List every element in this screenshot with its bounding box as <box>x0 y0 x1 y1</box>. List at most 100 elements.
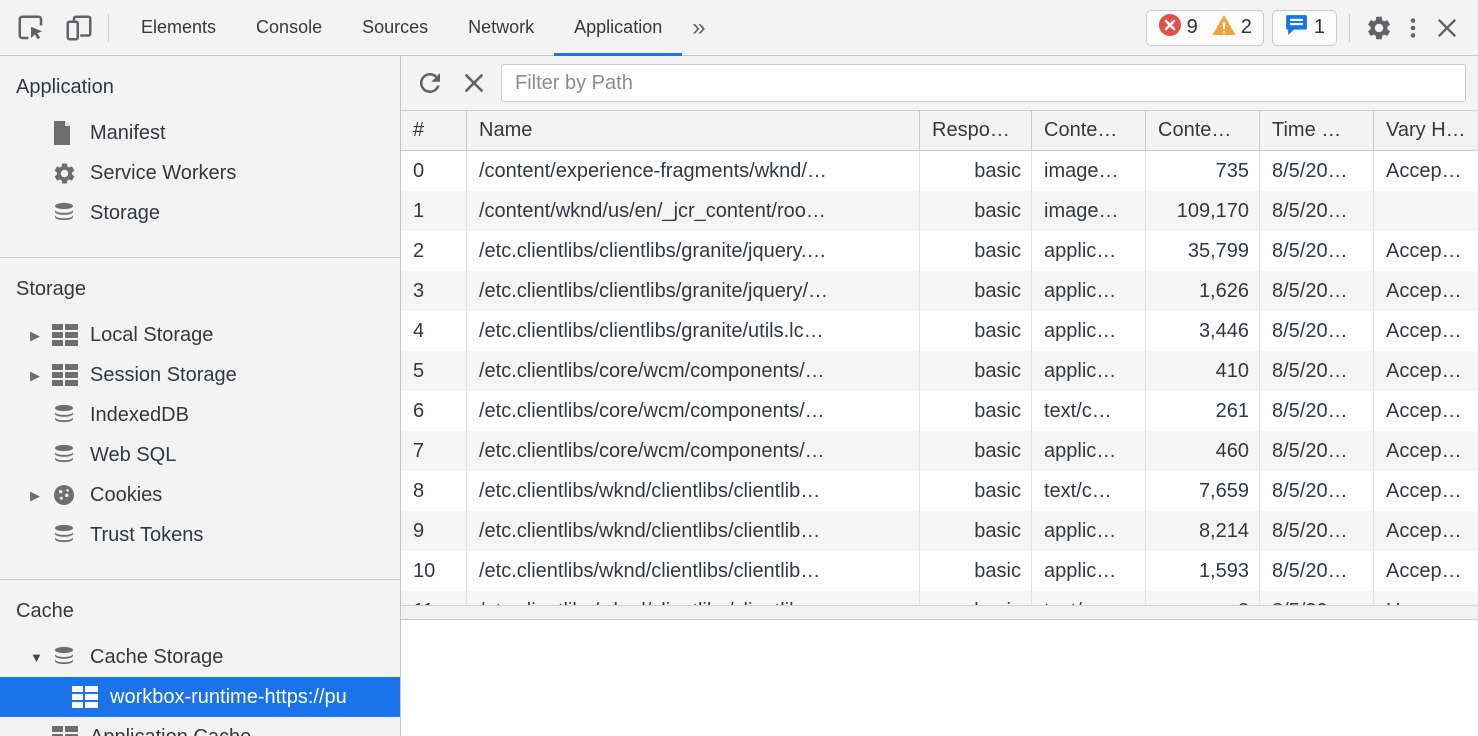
clear-icon[interactable] <box>457 66 491 100</box>
sidebar-item-indexeddb[interactable]: IndexedDB <box>0 395 400 435</box>
table-row[interactable]: 9/etc.clientlibs/wknd/clientlibs/clientl… <box>401 511 1478 551</box>
sidebar-item-cache-storage[interactable]: ▼Cache Storage <box>0 637 400 677</box>
table-icon <box>52 324 80 346</box>
database-icon <box>52 403 80 427</box>
tab-application[interactable]: Application <box>554 0 683 56</box>
gear-icon[interactable] <box>1362 11 1396 45</box>
gear-icon <box>52 161 80 186</box>
table-row[interactable]: 10/etc.clientlibs/wknd/clientlibs/client… <box>401 551 1478 591</box>
cell-vary_header: Accep… <box>1386 360 1462 382</box>
table-row[interactable]: 3/etc.clientlibs/clientlibs/granite/jque… <box>401 271 1478 311</box>
cell-name: /content/wknd/us/en/_jcr_content/roo… <box>467 191 920 231</box>
sidebar-item-manifest[interactable]: Manifest <box>0 113 400 153</box>
cell-content_type: applic… <box>1032 271 1146 311</box>
cell-content_type: applic… <box>1032 231 1146 271</box>
table-row[interactable]: 8/etc.clientlibs/wknd/clientlibs/clientl… <box>401 471 1478 511</box>
filter-by-path-input[interactable] <box>501 64 1466 102</box>
expand-triangle-icon[interactable]: ▶ <box>30 487 40 503</box>
cell-response_type: basic <box>920 431 1032 471</box>
device-toolbar-icon[interactable] <box>62 11 96 45</box>
cell-num: 0 <box>401 151 467 191</box>
document-icon <box>52 121 80 145</box>
refresh-icon[interactable] <box>413 66 447 100</box>
cell-content_length: 735 <box>1146 151 1260 191</box>
collapse-triangle-icon[interactable]: ▼ <box>30 649 43 665</box>
more-tabs-icon[interactable]: » <box>692 13 706 41</box>
cell-vary_header: Accep… <box>1386 440 1462 462</box>
cell-content_type: text/c… <box>1032 391 1146 431</box>
cell-num: 1 <box>401 191 467 231</box>
cell-time_cached: 8/5/20… <box>1260 311 1374 351</box>
cell-content_type: text/c… <box>1032 591 1146 605</box>
sidebar-item-label: Storage <box>90 201 161 224</box>
sidebar-item-label: IndexedDB <box>90 403 189 426</box>
error-icon <box>1158 13 1182 42</box>
cell-num: 2 <box>401 231 467 271</box>
column-header-name[interactable]: Name <box>467 111 920 150</box>
sidebar-item-workbox-runtime-https-pu[interactable]: workbox-runtime-https://pu <box>0 677 400 717</box>
sidebar-item-label: Local Storage <box>90 323 214 346</box>
table-icon <box>72 686 100 708</box>
cell-num: 6 <box>401 391 467 431</box>
sidebar-item-trust-tokens[interactable]: Trust Tokens <box>0 515 400 555</box>
sidebar-item-web-sql[interactable]: Web SQL <box>0 435 400 475</box>
devtools-tabbar: Elements Console Sources Network Application… <box>0 0 1478 56</box>
cell-time_cached: 8/5/20… <box>1260 551 1374 591</box>
sidebar-item-label: Cookies <box>90 483 163 506</box>
cache-filter-toolbar <box>401 56 1478 111</box>
column-header-time-cached[interactable]: Time … <box>1260 111 1374 150</box>
cell-num: 8 <box>401 471 467 511</box>
toolbar-divider <box>1349 13 1350 42</box>
kebab-menu-icon[interactable] <box>1396 11 1430 45</box>
cell-num: 5 <box>401 351 467 391</box>
column-header-content-length[interactable]: Conte… <box>1146 111 1260 150</box>
issues-badge[interactable]: 1 <box>1271 9 1337 46</box>
column-header-content-type[interactable]: Conte… <box>1032 111 1146 150</box>
cell-time_cached: 8/5/20… <box>1260 191 1374 231</box>
sidebar-item-cookies[interactable]: ▶ Cookies <box>0 475 400 515</box>
sidebar-item-label: Manifest <box>90 121 166 144</box>
cell-time_cached: 8/5/20… <box>1260 471 1374 511</box>
console-errors-warnings-badge[interactable]: 9 2 <box>1145 9 1264 46</box>
tab-sources[interactable]: Sources <box>362 17 429 37</box>
table-row[interactable]: 7/etc.clientlibs/core/wcm/components/…ba… <box>401 431 1478 471</box>
column-header-num[interactable]: # <box>401 111 467 150</box>
tab-network[interactable]: Network <box>468 17 535 37</box>
column-header-vary-header[interactable]: Vary H… <box>1386 119 1466 141</box>
table-row[interactable]: 2/etc.clientlibs/clientlibs/granite/jque… <box>401 231 1478 271</box>
warning-icon <box>1212 14 1236 41</box>
sidebar-item-service-workers[interactable]: Service Workers <box>0 153 400 193</box>
cell-response_type: basic <box>920 511 1032 551</box>
sidebar-item-session-storage[interactable]: ▶Session Storage <box>0 355 400 395</box>
sidebar-item-application-cache[interactable]: Application Cache <box>0 717 400 736</box>
cell-vary_header: Accep… <box>1386 160 1462 182</box>
inspect-icon[interactable] <box>14 11 48 45</box>
table-row[interactable]: 1/content/wknd/us/en/_jcr_content/roo…ba… <box>401 191 1478 231</box>
table-row[interactable]: 5/etc.clientlibs/core/wcm/components/…ba… <box>401 351 1478 391</box>
toolbar-left-icons <box>14 11 96 45</box>
sidebar-section-title: Cache <box>16 600 74 622</box>
table-row[interactable]: 11/etc.clientlibs/wknd/clientlibs/client… <box>401 591 1478 605</box>
cell-response_type: basic <box>920 151 1032 191</box>
table-row[interactable]: 0/content/experience-fragments/wknd/…bas… <box>401 151 1478 191</box>
table-row[interactable]: 4/etc.clientlibs/clientlibs/granite/util… <box>401 311 1478 351</box>
horizontal-scrollbar[interactable] <box>401 605 1478 620</box>
expand-triangle-icon[interactable]: ▶ <box>30 327 40 343</box>
column-header-response-type[interactable]: Respo… <box>920 111 1032 150</box>
cell-vary_header: Accep… <box>1386 480 1462 502</box>
close-icon[interactable] <box>1430 11 1464 45</box>
cookie-icon <box>52 483 80 507</box>
tab-console[interactable]: Console <box>256 17 323 37</box>
expand-triangle-icon[interactable]: ▶ <box>30 367 40 383</box>
cell-content_type: applic… <box>1032 351 1146 391</box>
table-row[interactable]: 6/etc.clientlibs/core/wcm/components/…ba… <box>401 391 1478 431</box>
cell-time_cached: 8/5/20… <box>1260 391 1374 431</box>
tab-elements[interactable]: Elements <box>141 17 217 37</box>
sidebar-item-storage[interactable]: Storage <box>0 193 400 233</box>
cell-name: /etc.clientlibs/clientlibs/granite/jquer… <box>467 271 920 311</box>
sidebar-item-local-storage[interactable]: ▶ Local Storage <box>0 315 400 355</box>
sidebar-item-label: workbox-runtime-https://pu <box>110 685 347 708</box>
